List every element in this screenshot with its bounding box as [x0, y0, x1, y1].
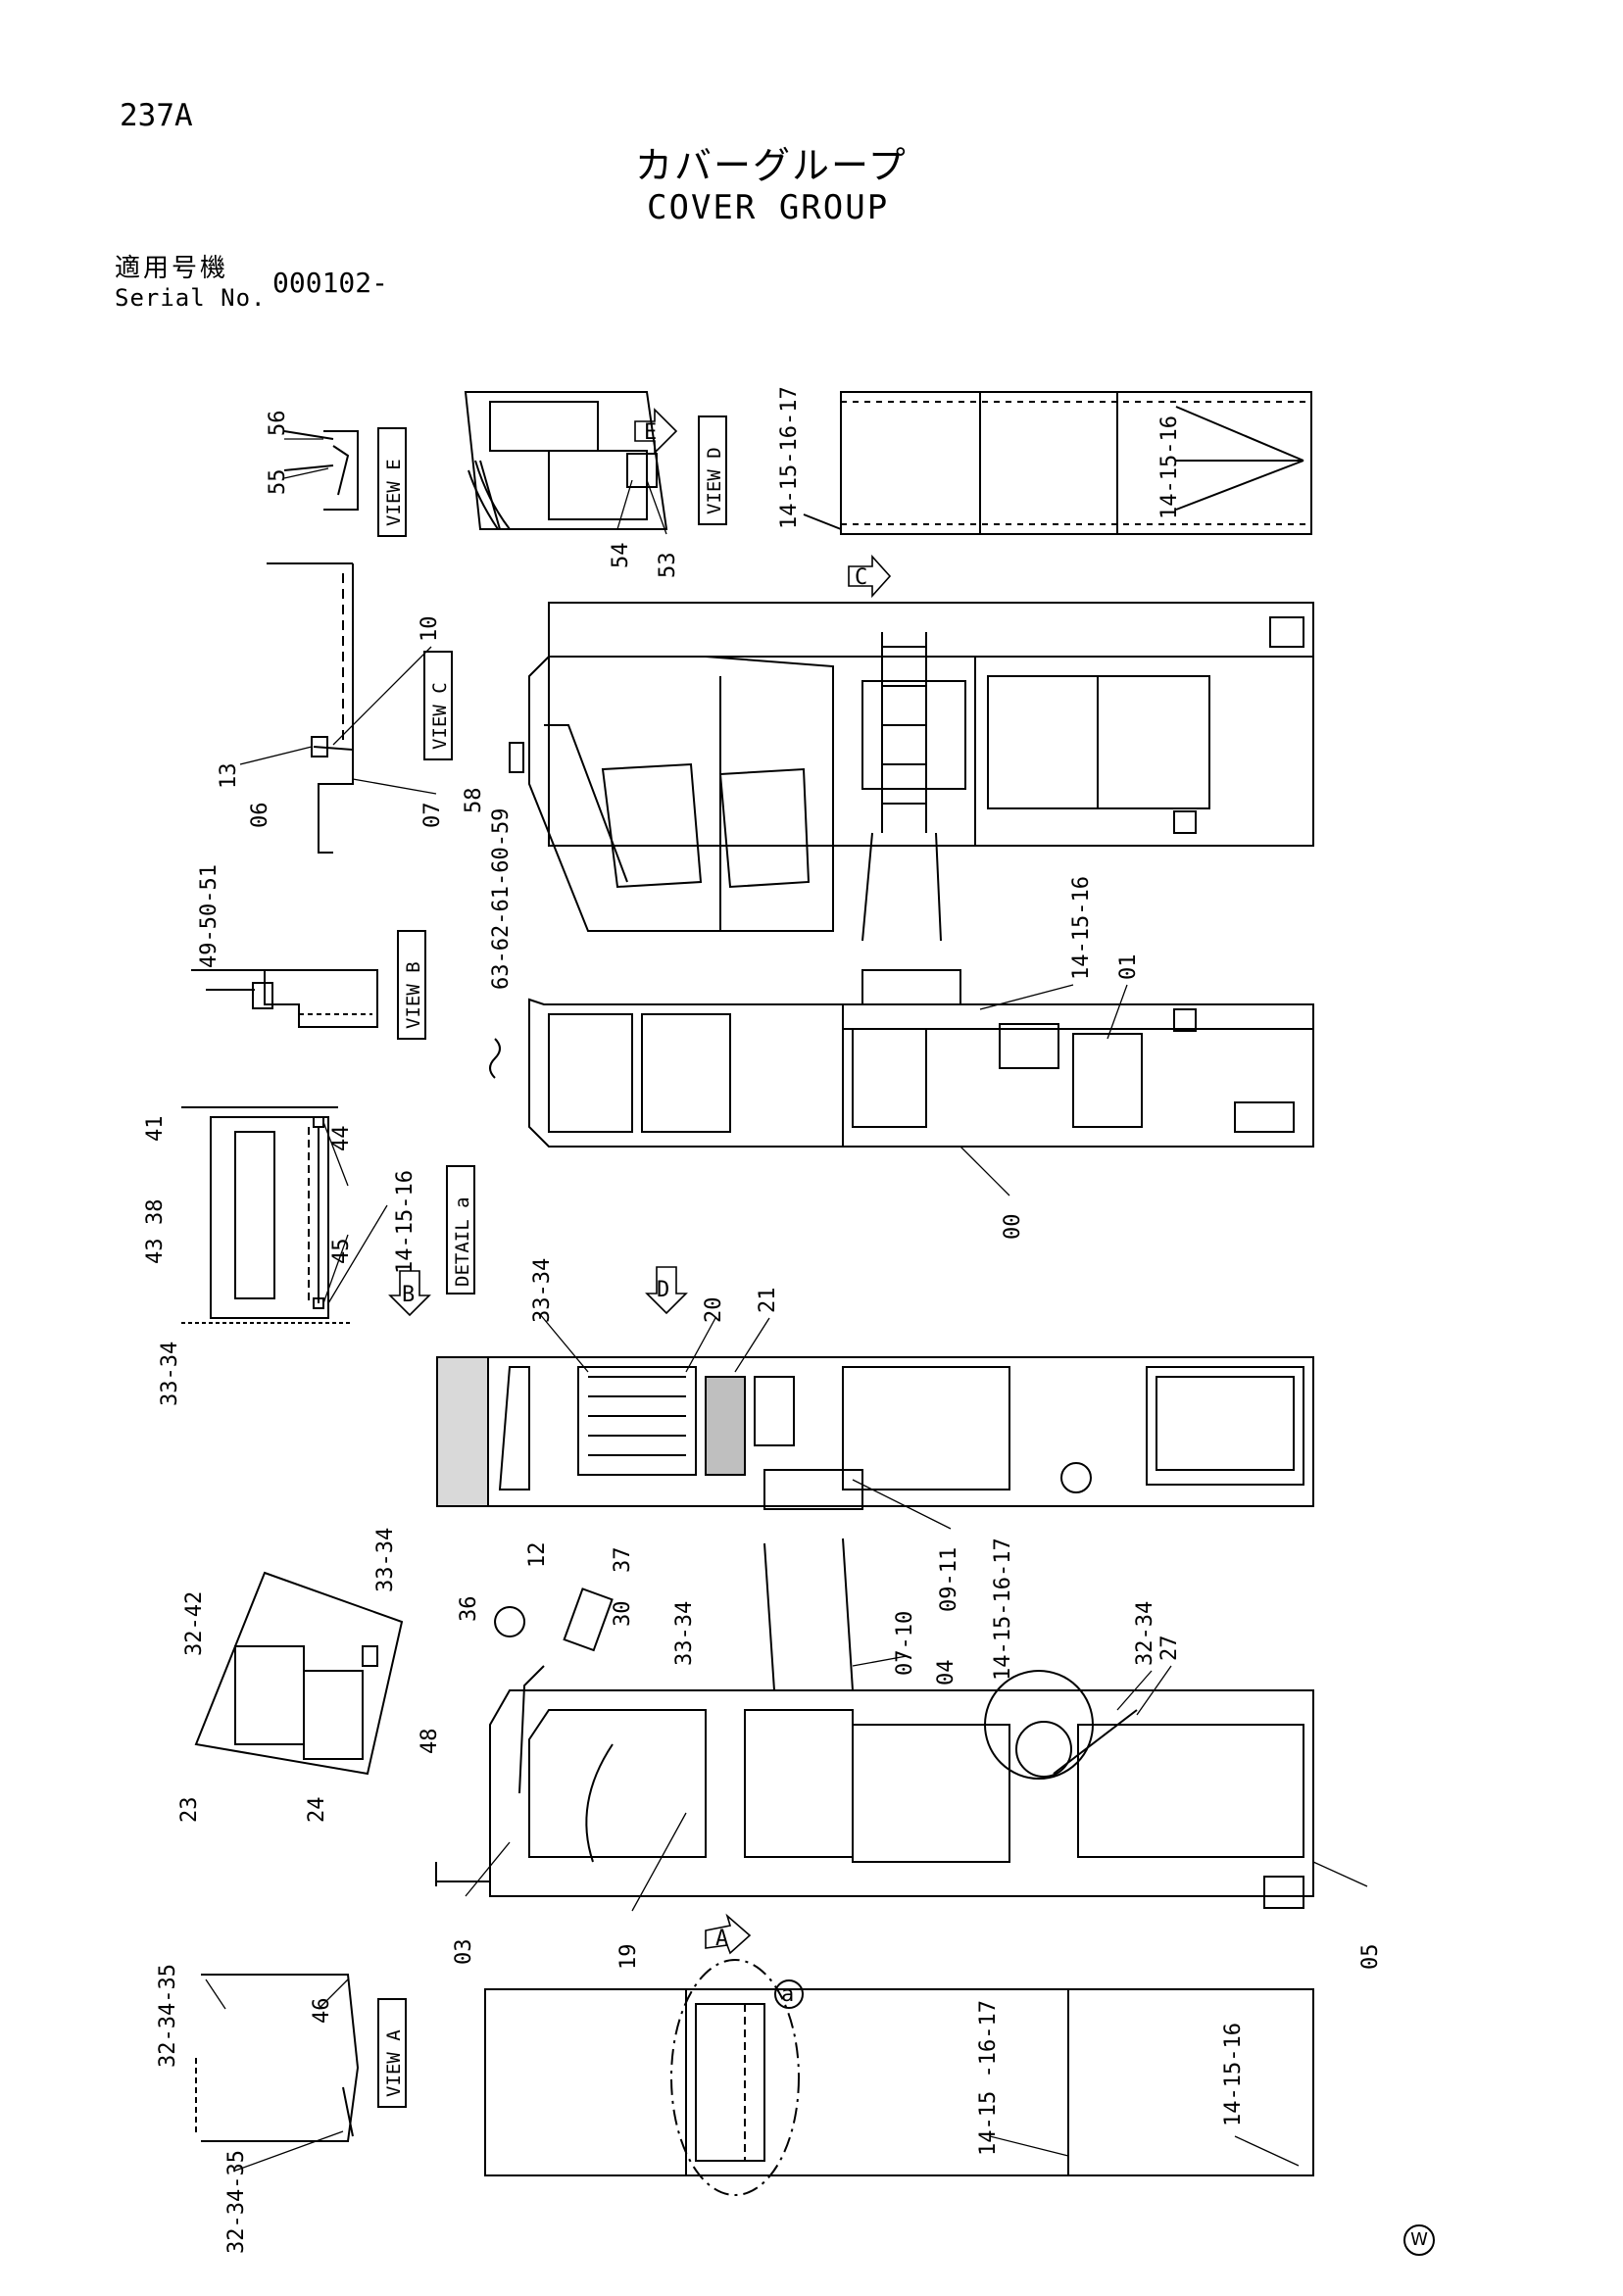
callout-13: 13: [217, 763, 241, 790]
engine-side-view: [436, 1356, 1314, 1510]
svg-text:DETAIL a: DETAIL a: [452, 1197, 473, 1287]
callout-63-62-61-60-59: 63-62-61-60-59: [489, 808, 514, 990]
svg-text:C: C: [855, 565, 867, 590]
arrow-a: A: [705, 1913, 752, 1955]
callout-27: 27: [1157, 1636, 1182, 1662]
callout-14-15-16-mid: 14-15-16: [1069, 876, 1094, 980]
mid-machine-side: [489, 969, 1314, 1148]
arrow-c: C: [848, 554, 892, 599]
svg-text:VIEW D: VIEW D: [704, 447, 725, 514]
callout-14-15-16-bottom: 14-15-16: [1221, 2023, 1246, 2126]
callout-05: 05: [1358, 1944, 1383, 1971]
leader-lines: [205, 438, 1368, 2172]
callout-54: 54: [609, 543, 633, 569]
callout-20: 20: [702, 1297, 726, 1324]
callout-19: 19: [616, 1944, 641, 1971]
svg-text:D: D: [657, 1278, 669, 1302]
callout-12: 12: [525, 1542, 550, 1569]
view-d-panel: [803, 391, 1312, 535]
cab-side-view-top: [464, 391, 668, 530]
callout-07: 07: [420, 803, 445, 829]
view-c-detail: [267, 562, 354, 854]
callout-21: 21: [756, 1288, 780, 1314]
callout-30: 30: [611, 1601, 635, 1628]
callout-06: 06: [248, 803, 272, 829]
callout-14-15-16-17-top: 14-15-16-17: [777, 386, 802, 529]
serial-value: 000102-: [272, 267, 389, 299]
detail-a: [181, 1106, 353, 1324]
serial-label: Serial No.: [115, 284, 267, 312]
view-d-label: VIEW D: [698, 415, 727, 525]
callout-55: 55: [266, 469, 290, 496]
callout-14-15-16-detail: 14-15-16: [393, 1170, 418, 1274]
callout-01: 01: [1116, 954, 1141, 981]
arrow-d: D: [645, 1266, 688, 1315]
callout-09-11: 09-11: [937, 1547, 961, 1612]
callout-36: 36: [457, 1596, 481, 1623]
callout-33-34-low: 33-34: [672, 1601, 697, 1666]
callout-03: 03: [452, 1939, 476, 1966]
svg-text:VIEW A: VIEW A: [383, 2029, 405, 2097]
callout-33-34-mid: 33-34: [530, 1258, 555, 1323]
callout-24: 24: [305, 1797, 329, 1824]
callout-32-34-35-a: 32-34-35: [156, 1964, 180, 2068]
page-title-japanese: カバーグループ: [635, 144, 908, 187]
view-a-label: VIEW A: [377, 1998, 407, 2108]
callout-43: 43: [143, 1239, 168, 1265]
svg-text:VIEW C: VIEW C: [429, 682, 451, 750]
svg-text:E: E: [644, 420, 657, 445]
side-panel-detail: [194, 1571, 404, 1776]
view-b-label: VIEW B: [397, 930, 426, 1040]
lower-machine-side: [435, 1538, 1314, 1909]
arrow-e: E: [634, 408, 678, 455]
view-c-label: VIEW C: [423, 651, 453, 760]
callout-46: 46: [310, 1998, 334, 2025]
callout-32-42: 32-42: [182, 1591, 207, 1656]
callout-07-10: 07-10: [893, 1611, 917, 1676]
callout-23: 23: [177, 1797, 202, 1824]
callout-41: 41: [143, 1116, 168, 1143]
svg-text:a: a: [781, 1982, 794, 2007]
svg-text:B: B: [402, 1283, 415, 1307]
bottom-panel-view: a: [484, 1959, 1314, 2196]
callout-37: 37: [611, 1547, 635, 1574]
svg-text:VIEW E: VIEW E: [383, 459, 405, 526]
callout-49-50-51: 49-50-51: [197, 864, 221, 968]
callout-48: 48: [418, 1729, 442, 1755]
callout-32-34: 32-34: [1133, 1601, 1157, 1666]
callout-10: 10: [418, 616, 442, 643]
detail-a-label: DETAIL a: [446, 1165, 475, 1295]
page-title: COVER GROUP: [647, 188, 890, 227]
callout-58: 58: [462, 788, 486, 814]
view-a-detail: [195, 1974, 360, 2142]
upper-machine-side: [509, 602, 1314, 942]
callout-33-34-panel: 33-34: [373, 1528, 398, 1592]
callout-56: 56: [266, 411, 290, 437]
callout-38: 38: [143, 1199, 168, 1226]
callout-53: 53: [656, 553, 680, 579]
callout-14-15-16-top: 14-15-16: [1157, 415, 1182, 519]
callout-33-34-left: 33-34: [158, 1342, 182, 1406]
callout-32-34-35-b: 32-34-35: [224, 2150, 249, 2254]
arrow-b: B: [388, 1270, 431, 1317]
svg-text:A: A: [715, 1927, 728, 1951]
svg-text:VIEW B: VIEW B: [403, 961, 424, 1029]
callout-00: 00: [1001, 1214, 1025, 1241]
view-e-detail: [283, 430, 359, 511]
page-number: 237A: [120, 98, 193, 133]
callout-14-15-16-17-low: 14-15-16-17: [991, 1538, 1015, 1681]
view-b-detail: [191, 969, 378, 1028]
callout-14-15-16-17-bottom: 14-15 -16-17: [976, 2000, 1001, 2156]
serial-label-japanese: 適用号機: [115, 254, 229, 283]
callout-04: 04: [934, 1660, 959, 1686]
watermark-circle-w: W: [1403, 2224, 1435, 2256]
view-e-label: VIEW E: [377, 427, 407, 537]
